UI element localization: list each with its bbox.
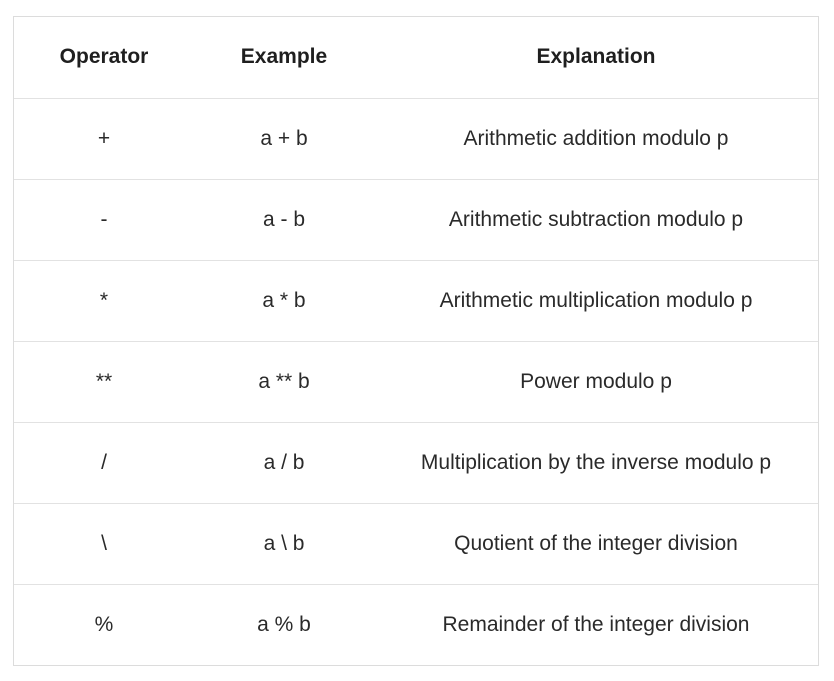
cell-example: a + b [194, 98, 374, 180]
header-explanation: Explanation [374, 17, 818, 99]
cell-operator: + [14, 98, 194, 180]
table-row: / a / b Multiplication by the inverse mo… [14, 422, 818, 504]
cell-example: a / b [194, 422, 374, 504]
table-row: * a * b Arithmetic multiplication modulo… [14, 260, 818, 342]
cell-operator: / [14, 422, 194, 504]
table-row: % a % b Remainder of the integer divisio… [14, 584, 818, 665]
cell-example: a ** b [194, 341, 374, 423]
table-row: + a + b Arithmetic addition modulo p [14, 98, 818, 180]
cell-operator: % [94, 612, 114, 636]
cell-operator: - [14, 179, 194, 261]
table-row: - a - b Arithmetic subtraction modulo p [14, 179, 818, 261]
header-example: Example [194, 17, 374, 99]
cell-example: a - b [194, 179, 374, 261]
operators-table: Operator Example Explanation + a + b Ari… [13, 16, 819, 666]
cell-operator: * [14, 260, 194, 342]
table-header-row: Operator Example Explanation [14, 17, 818, 99]
cell-operator: \ [14, 503, 194, 585]
cell-operator: ** [14, 341, 194, 423]
cell-explanation: Arithmetic subtraction modulo p [374, 179, 818, 261]
table-row: ** a ** b Power modulo p [14, 341, 818, 423]
cell-example: a \ b [194, 503, 374, 585]
cell-explanation: Arithmetic addition modulo p [374, 98, 818, 180]
cell-example: a % b [257, 612, 311, 636]
cell-explanation: Multiplication by the inverse modulo p [374, 422, 818, 504]
cell-explanation: Arithmetic multiplication modulo p [374, 260, 818, 342]
cell-example: a * b [194, 260, 374, 342]
header-operator: Operator [14, 17, 194, 99]
cell-explanation: Quotient of the integer division [374, 503, 818, 585]
operators-table-grid: Operator Example Explanation + a + b Ari… [14, 17, 818, 665]
table-row: \ a \ b Quotient of the integer division [14, 503, 818, 585]
cell-explanation: Power modulo p [374, 341, 818, 423]
cell-explanation: Remainder of the integer division [442, 612, 750, 636]
